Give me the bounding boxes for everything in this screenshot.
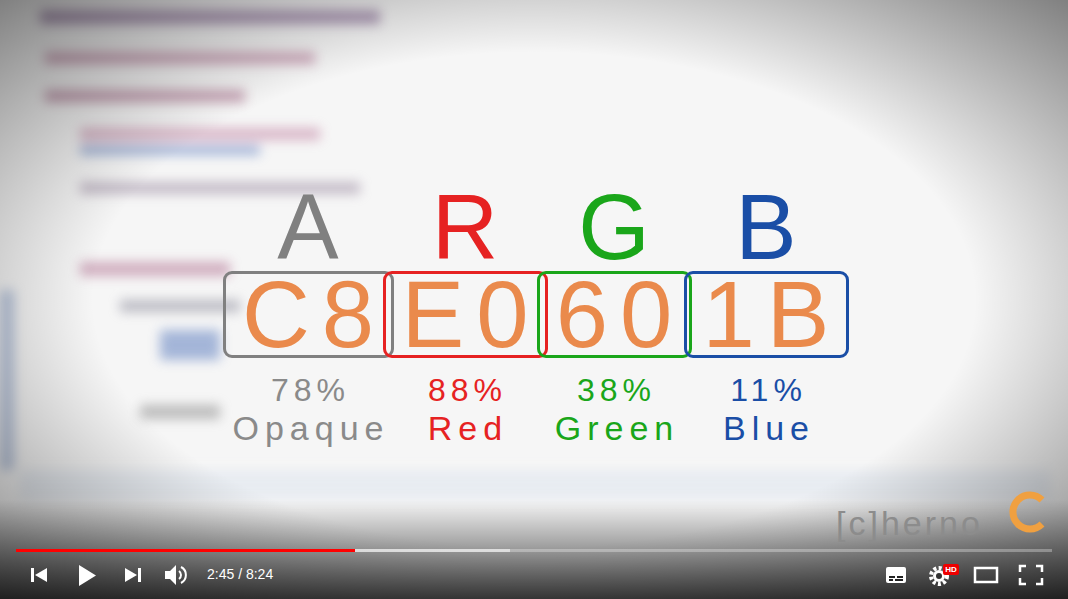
- channel-name: Green: [504, 409, 724, 447]
- percent-value: 78%: [198, 372, 418, 408]
- percent-value: 88%: [355, 372, 575, 408]
- channel-name: Red: [355, 409, 575, 447]
- channel-letter: G: [504, 181, 724, 273]
- hex-value: C8: [230, 268, 386, 362]
- hex-box: E0: [383, 271, 548, 358]
- hd-badge: HD: [943, 565, 959, 575]
- channel-group: RE0 88%Red: [355, 181, 575, 451]
- channel-watermark: [c]herno: [836, 503, 983, 544]
- hex-box: 60: [537, 271, 692, 358]
- percent-value: 11%: [656, 372, 876, 408]
- channel-letter: B: [656, 181, 876, 273]
- hex-value: 60: [544, 268, 685, 362]
- channel-group: B1B 11%Blue: [656, 181, 876, 451]
- channel-letter: A: [198, 181, 418, 273]
- hex-box: 1B: [684, 271, 849, 358]
- percent-value: 38%: [504, 372, 724, 408]
- channel-name: Blue: [656, 409, 876, 447]
- hex-box: C8: [223, 271, 394, 358]
- channel-letter: R: [355, 181, 575, 273]
- channel-group: G60 38%Green: [504, 181, 724, 451]
- time-display: 2:45 / 8:24: [207, 566, 273, 583]
- hex-value: 1B: [691, 268, 842, 362]
- channel-name: Opaque: [198, 409, 418, 447]
- hex-value: E0: [390, 268, 541, 362]
